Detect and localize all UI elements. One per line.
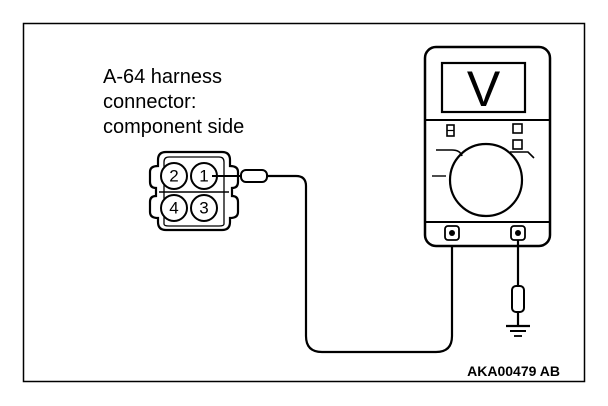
- meter-range-arc-left: [436, 149, 463, 157]
- pin-2-circle: [160, 162, 188, 190]
- meter-button-top-right: [512, 123, 523, 134]
- connector-inner-outline: [163, 156, 225, 227]
- caption-line-1: A-64 harness: [103, 66, 222, 88]
- meter-dial: [448, 142, 524, 218]
- pin-label-2: 2: [169, 167, 178, 186]
- meter-range-arc-right: [510, 151, 535, 159]
- pin-label-1: 1: [199, 167, 208, 186]
- meter-display: [440, 61, 527, 114]
- voltmeter: V: [423, 45, 552, 248]
- meter-terminal-positive-hole: [449, 230, 455, 236]
- meter-button-right: [512, 139, 523, 150]
- caption-line-3: component side: [103, 116, 244, 138]
- probe-lead-positive: [212, 169, 454, 354]
- meter-display-symbol: V: [467, 61, 501, 117]
- meter-terminal-negative-hole: [515, 230, 521, 236]
- ground-lead: [506, 240, 530, 337]
- pin-label-3: 3: [199, 199, 208, 218]
- connector-housing: [148, 150, 240, 232]
- test-wire: [267, 174, 454, 354]
- caption-line-2: connector:: [103, 91, 196, 113]
- probe-body: [240, 169, 268, 183]
- connector-caption: A-64 harness connector: component side: [103, 66, 244, 138]
- ground-probe-body: [511, 285, 525, 313]
- pin-4-circle: [160, 194, 188, 222]
- diagram-frame: [22, 22, 586, 383]
- pin-label-4: 4: [169, 199, 178, 218]
- harness-connector: 2 1 4 3: [148, 150, 240, 232]
- pin-3-circle: [190, 194, 218, 222]
- figure-code: AKA00479 AB: [467, 363, 560, 379]
